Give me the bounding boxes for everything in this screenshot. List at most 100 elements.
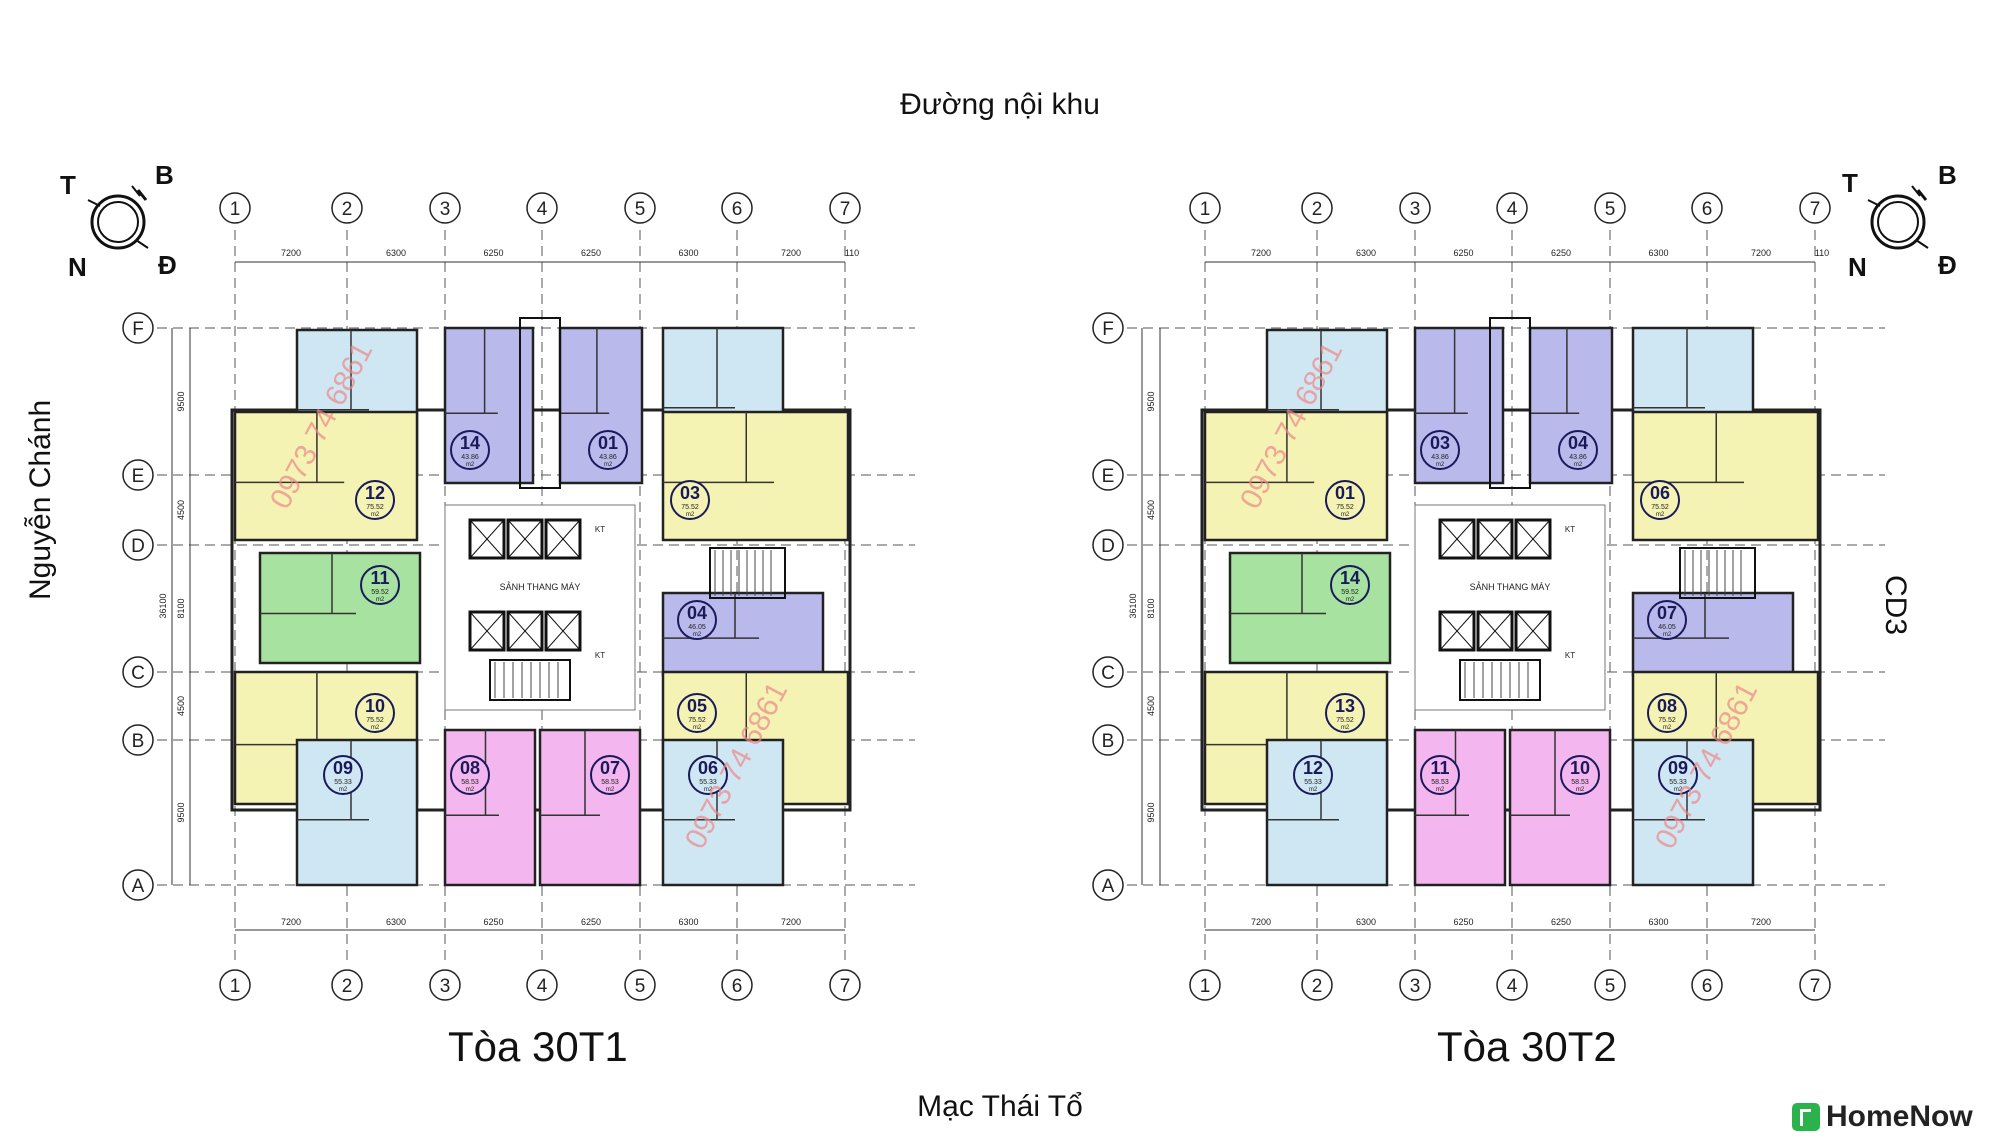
- dimension-text: 6250: [1453, 248, 1473, 258]
- unit-area: 75.52: [1336, 504, 1354, 511]
- unit-label-bubble: [688, 755, 728, 795]
- grid-row-label: B: [1102, 731, 1115, 752]
- dimension-text: 6300: [678, 248, 698, 258]
- dimension-text: 6250: [1551, 917, 1571, 927]
- unit-number: 10: [365, 696, 385, 716]
- dimension-text: 7200: [281, 248, 301, 258]
- grid-col-label: 5: [1605, 199, 1616, 220]
- compass-west-label: T: [60, 170, 76, 200]
- grid-col-label: 4: [1507, 199, 1518, 220]
- unit-room: [1631, 738, 1755, 887]
- unit-area: 58.53: [1431, 779, 1449, 786]
- dimension-text: 6250: [483, 917, 503, 927]
- grid-bubble: [1301, 969, 1333, 1001]
- dimension-text: 7200: [781, 917, 801, 927]
- grid-col-label: 4: [537, 976, 548, 997]
- grid-col-label: 6: [732, 199, 743, 220]
- dimension-text: 7200: [1751, 248, 1771, 258]
- stair-side: [1679, 547, 1756, 599]
- unit-area: 58.53: [1571, 779, 1589, 786]
- dimension-text: 6300: [1648, 248, 1668, 258]
- unit-area-suffix: m2: [1574, 462, 1583, 468]
- grid-bubble: [122, 656, 154, 688]
- grid-bubble: [829, 969, 861, 1001]
- unit-room: [233, 410, 419, 542]
- unit-room: [1228, 551, 1392, 665]
- grid-bubble: [429, 192, 461, 224]
- unit-label-bubble: [1558, 430, 1598, 470]
- elevator-cross: [1439, 519, 1475, 559]
- grid-bubble: [829, 192, 861, 224]
- unit-area-suffix: m2: [466, 462, 475, 468]
- grid-bubble: [219, 192, 251, 224]
- unit-area-suffix: m2: [1436, 787, 1445, 793]
- dimension-text: 9500: [1146, 802, 1156, 822]
- grid-row-label: A: [1102, 876, 1115, 897]
- grid-bubble: [1399, 969, 1431, 1001]
- unit-room: [1508, 728, 1612, 887]
- unit-label-bubble: [1325, 693, 1365, 733]
- unit-label-bubble: [1647, 693, 1687, 733]
- grid-row-label: E: [132, 466, 145, 487]
- grid-bubble: [219, 969, 251, 1001]
- elevator-shaft: [544, 610, 582, 652]
- elevator-cross: [1477, 611, 1513, 651]
- elevator-shaft: [544, 518, 582, 560]
- unit-area-suffix: m2: [1663, 632, 1672, 638]
- grid-row-label: D: [1101, 536, 1115, 557]
- top-shaft: [1489, 317, 1531, 489]
- logo-text: HomeNow: [1826, 1100, 1973, 1133]
- lobby-label: SẢNH THANG MÁY: [1470, 581, 1551, 592]
- dimension-text: 6300: [1648, 917, 1668, 927]
- unit-area-suffix: m2: [693, 632, 702, 638]
- unit-number: 07: [600, 758, 620, 778]
- grid-bubble: [1691, 969, 1723, 1001]
- unit-label-bubble: [588, 430, 628, 470]
- unit-number: 04: [687, 603, 707, 623]
- dimension-text: 4500: [1146, 500, 1156, 520]
- dimension-text: 110: [845, 248, 859, 258]
- unit-label-bubble: [355, 480, 395, 520]
- dimension-text: 36100: [1128, 593, 1138, 618]
- unit-label-bubble: [1293, 755, 1333, 795]
- grid-bubble: [1092, 529, 1124, 561]
- unit-area: 59.52: [371, 589, 389, 596]
- grid-row-label: F: [132, 319, 144, 340]
- unit-number: 03: [1430, 433, 1450, 453]
- dimension-text: 7200: [1251, 917, 1271, 927]
- unit-number: 14: [1340, 568, 1360, 588]
- kt-label: KT: [595, 651, 605, 660]
- elevator-shaft: [1438, 518, 1476, 560]
- unit-room: [443, 728, 537, 887]
- stair-core: [1459, 659, 1541, 701]
- grid-col-label: 1: [1200, 199, 1211, 220]
- grid-col-label: 7: [840, 199, 851, 220]
- dimension-text: 6250: [581, 248, 601, 258]
- elevator-shaft: [506, 518, 544, 560]
- unit-room: [1631, 410, 1820, 542]
- grid-row-label: C: [131, 663, 145, 684]
- unit-area: 55.33: [699, 779, 717, 786]
- unit-label-bubble: [450, 755, 490, 795]
- grid-col-label: 2: [342, 976, 353, 997]
- unit-area: 75.52: [366, 717, 384, 724]
- grid-row-label: E: [1102, 466, 1115, 487]
- unit-label-bubble: [323, 755, 363, 795]
- grid-col-label: 7: [1810, 199, 1821, 220]
- unit-number: 13: [1335, 696, 1355, 716]
- unit-room: [1413, 728, 1507, 887]
- elevator-shaft: [1438, 610, 1476, 652]
- dimension-text: 9500: [176, 391, 186, 411]
- elevator-cross: [507, 519, 543, 559]
- unit-area: 75.52: [1651, 504, 1669, 511]
- unit-area: 55.33: [1304, 779, 1322, 786]
- road-label-bottom: Mạc Thái Tổ: [917, 1090, 1083, 1123]
- dimension-text: 9500: [176, 802, 186, 822]
- unit-area-suffix: m2: [1341, 512, 1350, 518]
- compass-right: T B N Đ: [1830, 150, 2000, 290]
- unit-room: [258, 551, 422, 665]
- unit-area: 55.33: [334, 779, 352, 786]
- unit-area-suffix: m2: [1656, 512, 1665, 518]
- unit-room: [1203, 410, 1389, 542]
- stair-core: [489, 659, 571, 701]
